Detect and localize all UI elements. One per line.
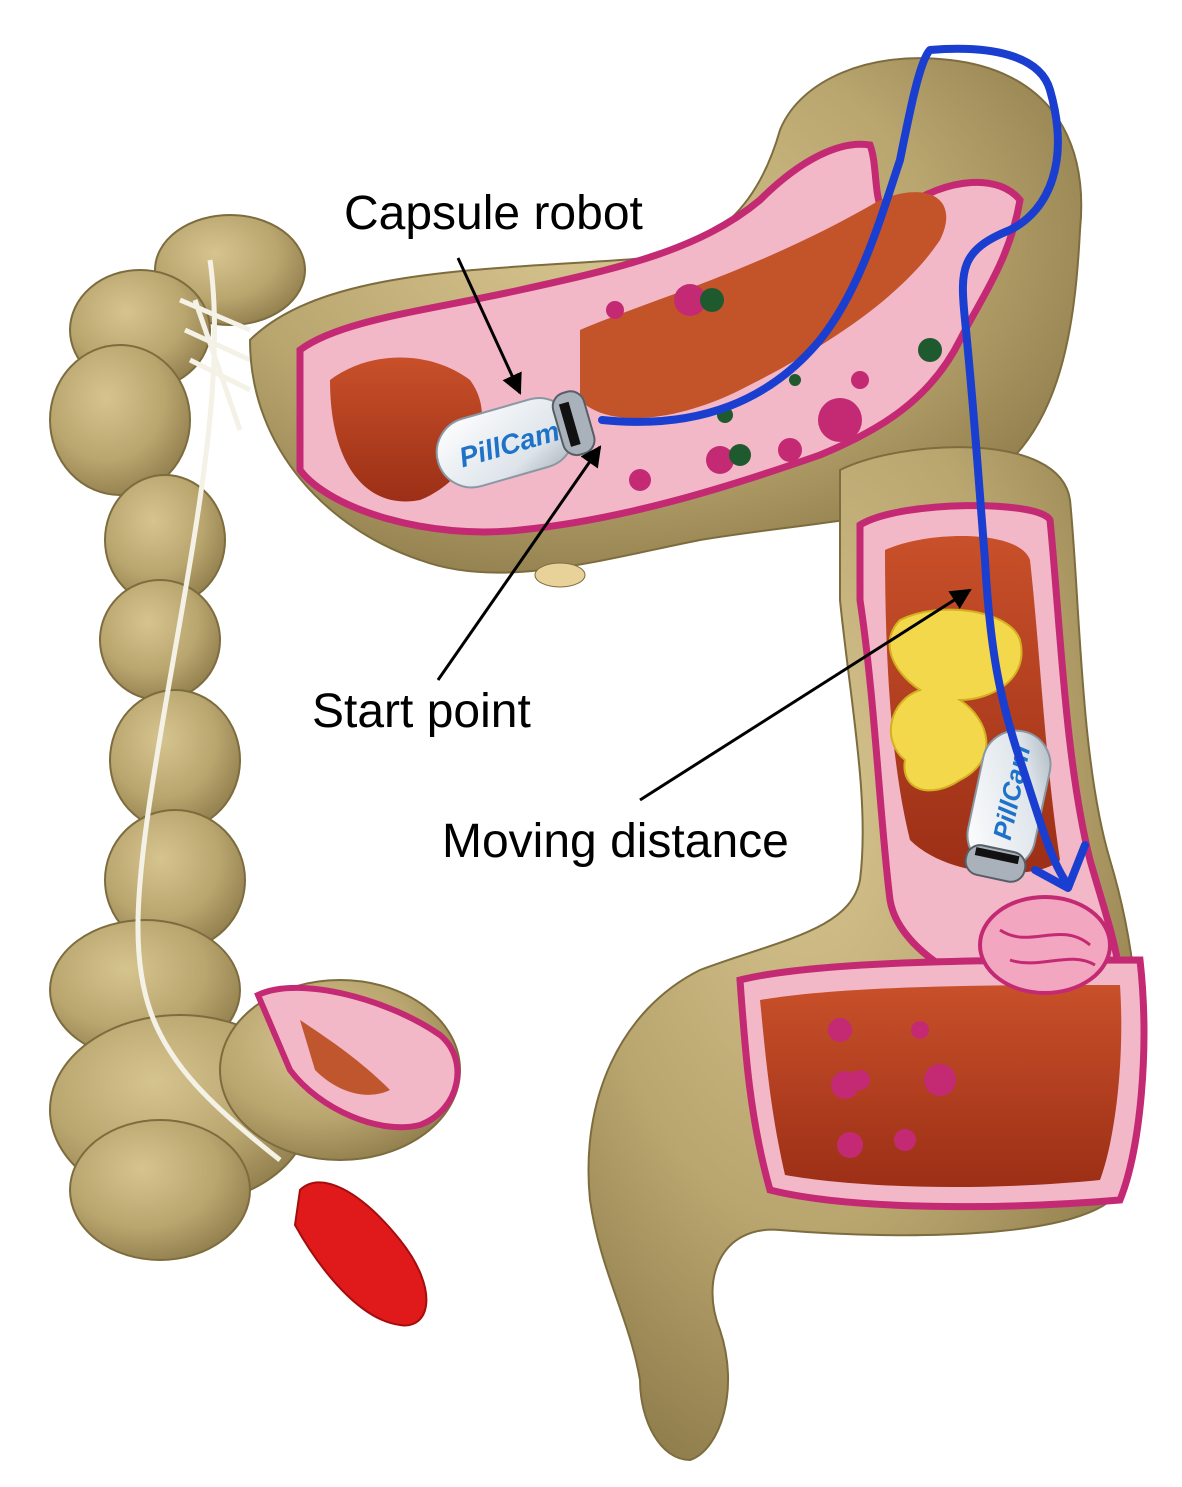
string-wrap [179,297,252,431]
arrowhead-icon [1031,841,1089,892]
string-strap [135,259,282,1162]
capsule-path [598,44,1072,889]
appendix-red [293,1181,428,1327]
capsule-robot-label: Capsule robot [344,187,643,240]
capsule-robot-arrow [456,257,522,395]
moving-distance-label: Moving distance [442,815,789,868]
start-point-arrow [436,445,602,681]
capsule-start: PillCam [435,390,596,489]
cecum-cutaway [219,979,461,1161]
moving-distance-arrow [639,588,972,802]
capsule-end: PillCam [964,729,1052,883]
stool-mass [888,608,1023,792]
start-point-label: Start point [312,685,531,738]
polyp-cluster [978,895,1112,995]
descending-colon [587,446,1148,1462]
